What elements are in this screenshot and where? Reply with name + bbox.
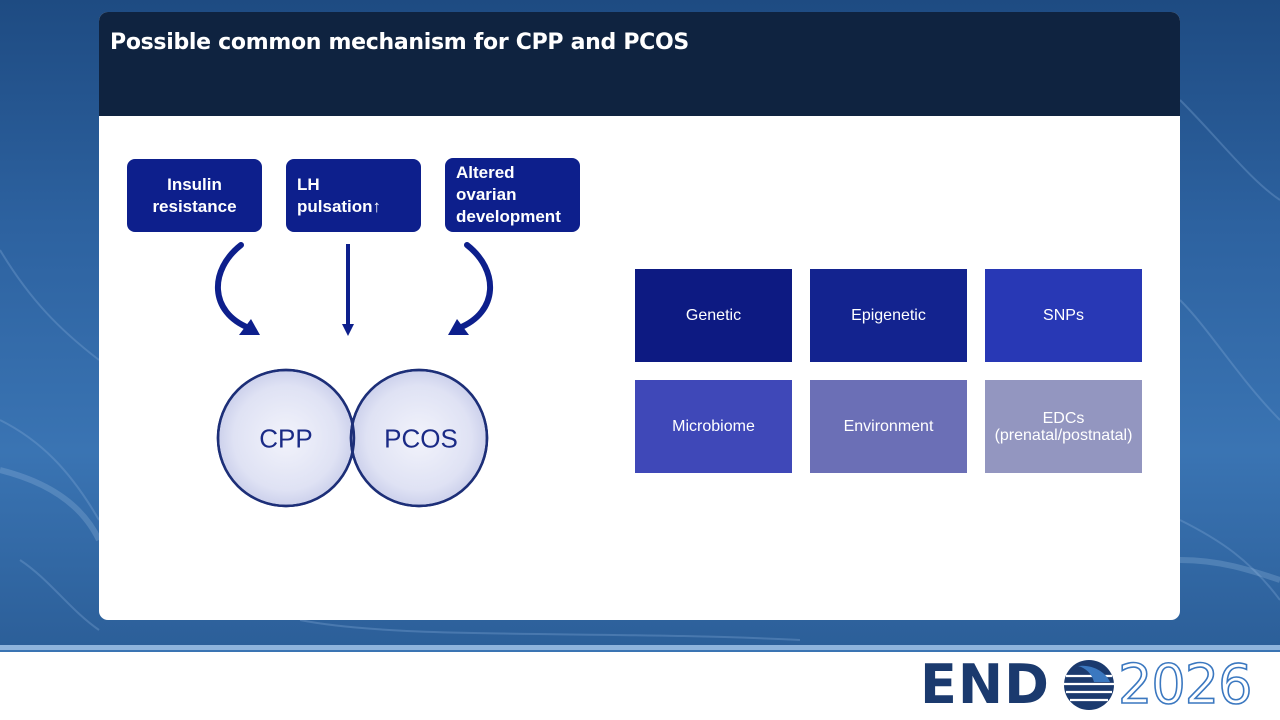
mechanism-label: LH pulsation↑: [297, 174, 382, 216]
logo-brand-text: END: [920, 653, 1050, 716]
factor-environment: Environment: [810, 380, 967, 473]
mechanism-label: Altered ovarian development: [456, 163, 561, 226]
footer-stripe-dark: [0, 650, 1280, 652]
globe-icon: [1064, 660, 1114, 710]
factor-edcs: EDCs (prenatal/postnatal): [985, 380, 1142, 473]
curved-arrow-left-icon: [215, 242, 260, 335]
venn-diagram: [215, 242, 493, 508]
factor-epigenetic: Epigenetic: [810, 269, 967, 362]
factor-label: Microbiome: [672, 418, 755, 435]
factor-microbiome: Microbiome: [635, 380, 792, 473]
mechanism-altered-ovarian-development: Altered ovarian development: [445, 158, 580, 232]
slide-card: Possible common mechanism for CPP and PC…: [99, 12, 1180, 620]
factor-label: EDCs (prenatal/postnatal): [994, 409, 1133, 444]
mechanism-label: Insulin resistance: [152, 174, 237, 216]
footer-stripe-light: [0, 645, 1280, 650]
factor-label: Epigenetic: [851, 307, 926, 324]
factor-label: Genetic: [685, 307, 742, 324]
logo-year-text: 2026: [1117, 653, 1253, 716]
venn-label-pcos: PCOS: [384, 423, 458, 454]
curved-arrow-right-icon: [448, 242, 493, 335]
mechanism-insulin-resistance: Insulin resistance: [127, 159, 262, 232]
straight-arrow-down-icon: [342, 244, 354, 336]
slide-title: Possible common mechanism for CPP and PC…: [110, 30, 689, 55]
factor-genetic: Genetic: [635, 269, 792, 362]
factor-label: SNPs: [1043, 307, 1084, 324]
factor-label: Environment: [843, 418, 934, 435]
factor-snps: SNPs: [985, 269, 1142, 362]
background-veins: [0, 99, 1280, 641]
slide-header: Possible common mechanism for CPP and PC…: [99, 12, 1180, 116]
venn-label-cpp: CPP: [259, 423, 313, 454]
mechanism-lh-pulsation: LH pulsation↑: [286, 159, 421, 232]
